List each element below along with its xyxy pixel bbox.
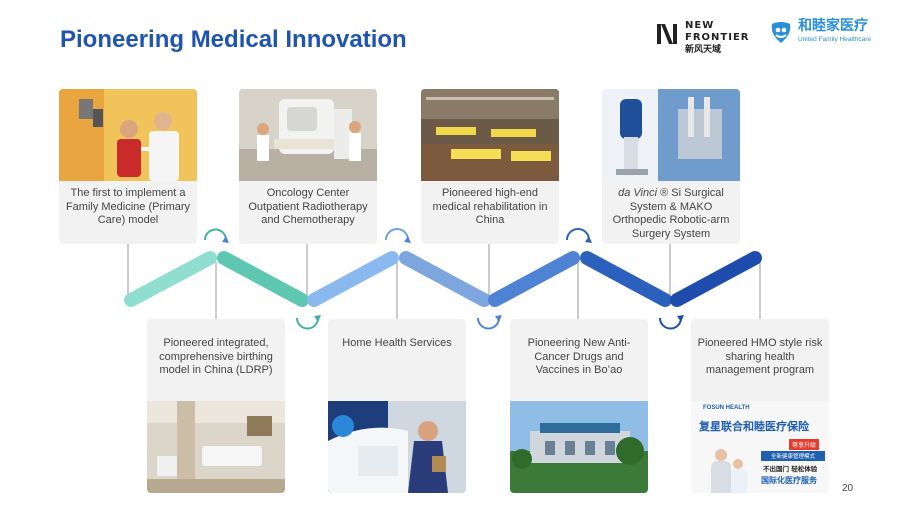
hmo-ad-badge: 尊享升级 — [789, 439, 820, 450]
milestone-card-rehabilitation: Pioneered high-end medical rehabilitatio… — [421, 89, 559, 244]
da-vinci-italic: da Vinci — [618, 187, 658, 199]
oncology-caption: Oncology Center Outpatient Radiotherapy … — [248, 187, 368, 226]
new-frontier-mark-icon — [657, 24, 677, 44]
hmo-ad-line1: 全新健康管理模式 — [761, 451, 825, 461]
united-family-en: United Family Healthcare — [798, 36, 871, 43]
milestone-card-ldrp: Pioneered integrated, comprehensive birt… — [147, 319, 285, 493]
new-frontier-line3: 新风天域 — [685, 45, 722, 55]
robotic-surgery-caption: da Vinci ® Si Surgical System & MAKO Ort… — [608, 187, 734, 241]
page-title: Pioneering Medical Innovation — [60, 26, 407, 53]
page-number: 20 — [842, 483, 854, 494]
hmo-ad-family-figures — [709, 443, 751, 493]
ldrp-caption: Pioneered integrated, comprehensive birt… — [159, 337, 273, 376]
rehabilitation-caption: Pioneered high-end medical rehabilitatio… — [432, 187, 548, 226]
rehabilitation-photo — [421, 89, 559, 181]
milestone-card-hmo: Pioneered HMO style risk sharing health … — [691, 319, 829, 493]
boao-building-photo — [510, 401, 648, 493]
new-frontier-line2: FRONTIER — [685, 32, 750, 43]
connector-lines — [127, 244, 761, 319]
zigzag-segments — [124, 251, 762, 307]
hmo-ad-headline: 复星联合和睦医疗保险 — [699, 420, 809, 433]
surgical-robot-photo — [602, 89, 740, 181]
home-health-photo — [328, 401, 466, 493]
united-family-cn: 和睦家医疗 — [798, 18, 868, 34]
robotic-surgery-caption-text: ® Si Surgical System & MAKO Orthopedic R… — [612, 187, 730, 240]
turn-arcs — [204, 228, 682, 330]
hmo-ad-line2: 不出国门 轻松体验 — [763, 465, 818, 473]
new-frontier-line1: NEW — [685, 20, 715, 31]
hmo-ad-brand: FOSUN HEALTH — [703, 405, 750, 411]
oncology-center-photo — [239, 89, 377, 181]
milestone-card-family-medicine: The first to implement a Family Medicine… — [59, 89, 197, 244]
family-medicine-photo — [59, 89, 197, 181]
hmo-caption: Pioneered HMO style risk sharing health … — [697, 337, 823, 376]
milestone-card-anti-cancer: Pioneering New Anti-Cancer Drugs and Vac… — [510, 319, 648, 493]
hmo-ad-photo: FOSUN HEALTH 复星联合和睦医疗保险 尊享升级 全新健康管理模式 不出… — [691, 401, 829, 493]
hmo-ad-line3: 国际化医疗服务 — [761, 476, 817, 485]
milestone-card-oncology: Oncology Center Outpatient Radiotherapy … — [239, 89, 377, 244]
arc-arrows — [222, 236, 684, 322]
new-frontier-logo: NEW FRONTIER 新风天域 — [655, 20, 749, 56]
united-family-logo: 和睦家医疗 United Family Healthcare — [768, 18, 871, 46]
united-family-mark-icon — [771, 22, 791, 43]
milestone-card-robotic-surgery: da Vinci ® Si Surgical System & MAKO Ort… — [602, 89, 740, 244]
milestone-card-home-health: Home Health Services — [328, 319, 466, 493]
anti-cancer-caption: Pioneering New Anti-Cancer Drugs and Vac… — [527, 337, 631, 376]
birthing-room-photo — [147, 401, 285, 493]
home-health-caption: Home Health Services — [342, 337, 452, 349]
family-medicine-caption: The first to implement a Family Medicine… — [65, 187, 191, 226]
